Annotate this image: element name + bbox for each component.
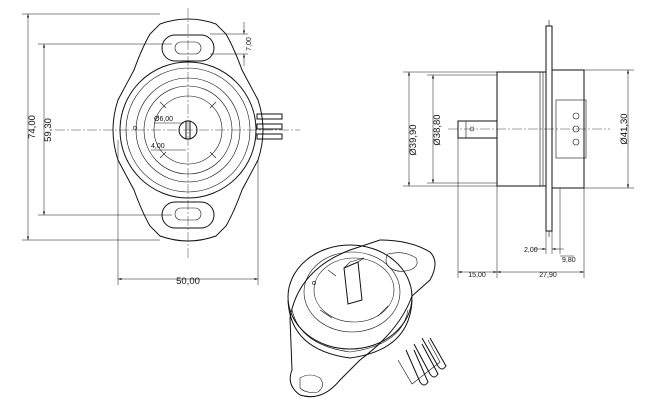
side-rear-housing [551,69,585,189]
isometric-view [287,239,447,398]
iso-slot-top [385,252,418,272]
pin-hole-1 [572,112,580,120]
front-view: 74,00 59,30 50,00 7,00 Ø6,00 4,00 [22,8,300,287]
dim-shaft-flat: 4,00 [151,143,165,150]
body-outer-circle [119,61,257,199]
dim-pin-length: 9,80 [562,257,576,264]
dim-height-total: 74,00 [27,115,38,139]
iso-rotor [313,257,395,323]
iso-flange [289,239,436,398]
dim-shaft-length: 15,00 [468,272,486,279]
dim-dia-flange: Ø41,30 [619,113,630,144]
side-flange-plate [545,25,553,232]
dim-body-length: 27,90 [539,272,557,279]
iso-body-top [287,244,413,350]
dim-height-slots: 59,30 [43,118,54,142]
dim-dia-inner: Ø38,80 [432,114,443,145]
pin-hole-2 [572,125,580,133]
iso-shaft [343,261,363,305]
iso-slot-bottom [299,374,323,393]
side-view: Ø39,90 Ø38,80 Ø41,30 2,00 9,80 15,00 27,… [403,20,634,279]
side-shaft [457,120,498,139]
pin-hole-3 [572,138,580,146]
iso-terminal-pins [397,337,447,386]
dim-dia-outer: Ø39,90 [408,124,419,155]
rotor-ring [135,77,241,183]
dim-flange-thickness: 2,00 [524,247,538,254]
mounting-flange-outline [112,18,264,242]
dim-slot-width: 7,00 [246,37,253,51]
dim-shaft-diameter: Ø6,00 [154,116,173,123]
top-mounting-slot [161,34,215,62]
dim-width-total: 50,00 [176,276,200,287]
shaft-flat [185,120,191,140]
terminal-pins [256,113,283,140]
